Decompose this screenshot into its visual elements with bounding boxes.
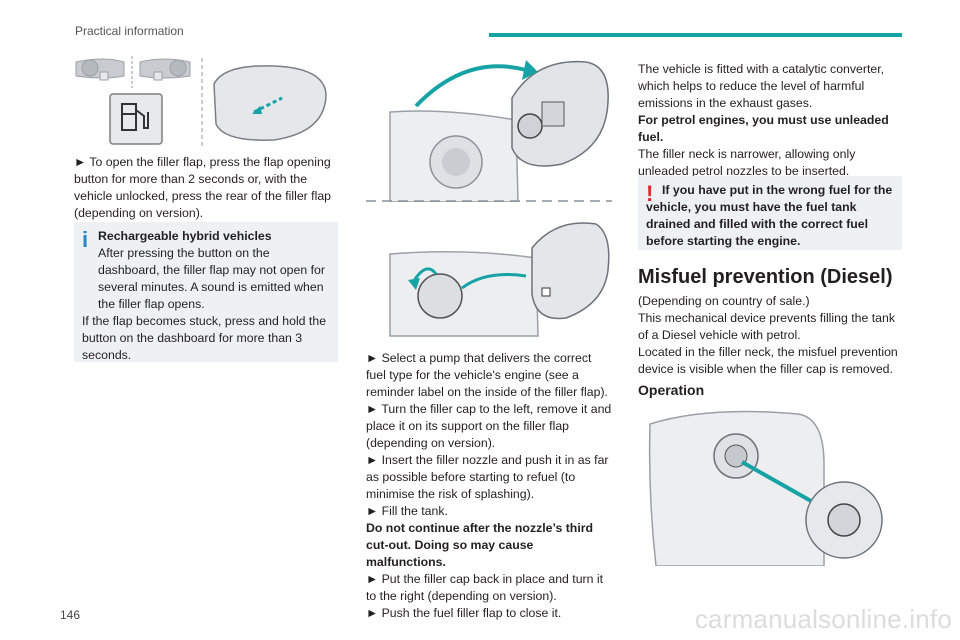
wrong-fuel-warning: ! If you have put in the wrong fuel for … [638, 176, 902, 250]
misfuel-device-figure [648, 410, 883, 566]
warning-text: If you have put in the wrong fuel for th… [646, 183, 893, 248]
description-text: Located in the filler neck, the misfuel … [638, 345, 898, 376]
petrol-requirement: For petrol engines, you must use unleade… [638, 113, 889, 144]
info-icon: i [82, 227, 89, 252]
step-text: ► Insert the filler nozzle and push it i… [366, 453, 609, 501]
description-text: (Depending on country of sale.) [638, 294, 810, 308]
intro-text: The vehicle is fitted with a catalytic c… [638, 62, 885, 110]
operation-heading: Operation [638, 382, 705, 398]
watermark: carmanualsonline.info [694, 604, 952, 634]
step-text: ► Fill the tank. [366, 504, 448, 518]
section-title: Practical information [75, 24, 184, 38]
filler-cap-support-figure [389, 222, 610, 337]
step-text: ► Turn the filler cap to the left, remov… [366, 402, 612, 450]
nozzle-warning: Do not continue after the nozzle’s third… [366, 521, 594, 569]
misfuel-description: (Depending on country of sale.) This mec… [638, 293, 904, 378]
fuel-pump-icon [121, 103, 149, 131]
open-flap-step: ► To open the filler flap, press the fla… [74, 154, 336, 222]
header-accent-bar [489, 33, 902, 37]
warning-icon: ! [646, 181, 654, 206]
steering-wheel-icon [75, 58, 125, 81]
step-text: ► Push the fuel filler flap to close it. [366, 606, 562, 620]
note-title: Rechargeable hybrid vehicles [98, 229, 272, 243]
note-text: After pressing the button on the dashboa… [98, 246, 325, 311]
dashboard-button-figure [75, 56, 327, 146]
misfuel-heading: Misfuel prevention (Diesel) [638, 266, 893, 288]
filler-neck-text: The filler neck is narrower, allowing on… [638, 147, 856, 178]
step-text: ► To open the filler flap, press the fla… [74, 155, 332, 220]
page-number: 146 [60, 608, 81, 622]
filler-cap-removal-figure [389, 60, 609, 202]
refuel-steps: ► Select a pump that delivers the correc… [366, 350, 614, 622]
step-text: ► Put the filler cap back in place and t… [366, 572, 604, 603]
info-note: i Rechargeable hybrid vehicles After pre… [74, 222, 338, 362]
catalytic-info: The vehicle is fitted with a catalytic c… [638, 61, 904, 180]
step-text: ► Select a pump that delivers the correc… [366, 351, 608, 399]
divider-dashes [366, 200, 612, 202]
description-text: This mechanical device prevents filling … [638, 311, 895, 342]
note-text: If the flap becomes stuck, press and hol… [82, 314, 327, 362]
steering-wheel-icon [139, 58, 191, 81]
